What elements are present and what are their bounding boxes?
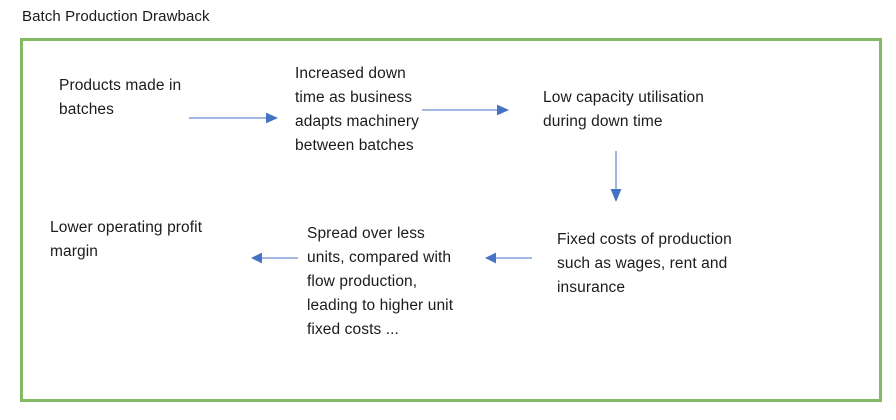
arrow-left-icon [485,250,533,266]
node-increased-down-time: Increased down time as business adapts m… [295,65,419,154]
diagram-frame [20,38,882,402]
node-low-capacity-utilisation: Low capacity utilisation during down tim… [543,89,704,130]
node-lower-operating-profit-margin: Lower operating profit margin [50,219,203,260]
node-spread-over-less-units: Spread over less units, compared with fl… [307,225,454,338]
arrow-left-icon [251,250,299,266]
arrow-right-icon [421,102,509,118]
arrow-down-icon [608,150,624,202]
arrow-right-icon [188,110,278,126]
page-title: Batch Production Drawback [22,8,210,25]
node-products-made-in-batches: Products made in batches [59,77,182,118]
node-fixed-costs: Fixed costs of production such as wages,… [557,231,732,296]
